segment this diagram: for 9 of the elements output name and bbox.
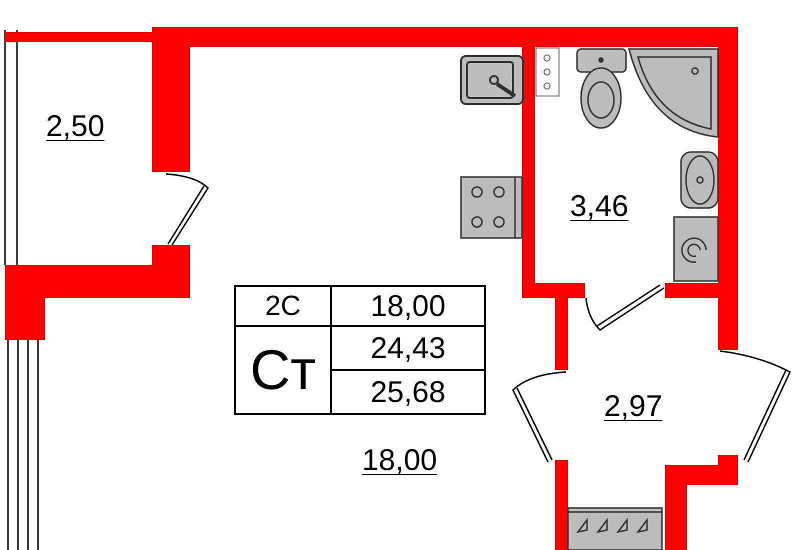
table-cell: 2С	[236, 287, 332, 327]
area-label: 2,97	[604, 392, 662, 422]
table-cell: 18,00	[332, 287, 484, 327]
area-label: 3,46	[570, 192, 628, 222]
area-label: 18,00	[362, 446, 438, 476]
table-cell: Ст	[236, 327, 332, 413]
table-cell: 24,43	[332, 327, 484, 371]
table-cell-text: 25,68	[369, 374, 447, 410]
area-label: 2,50	[46, 112, 104, 142]
